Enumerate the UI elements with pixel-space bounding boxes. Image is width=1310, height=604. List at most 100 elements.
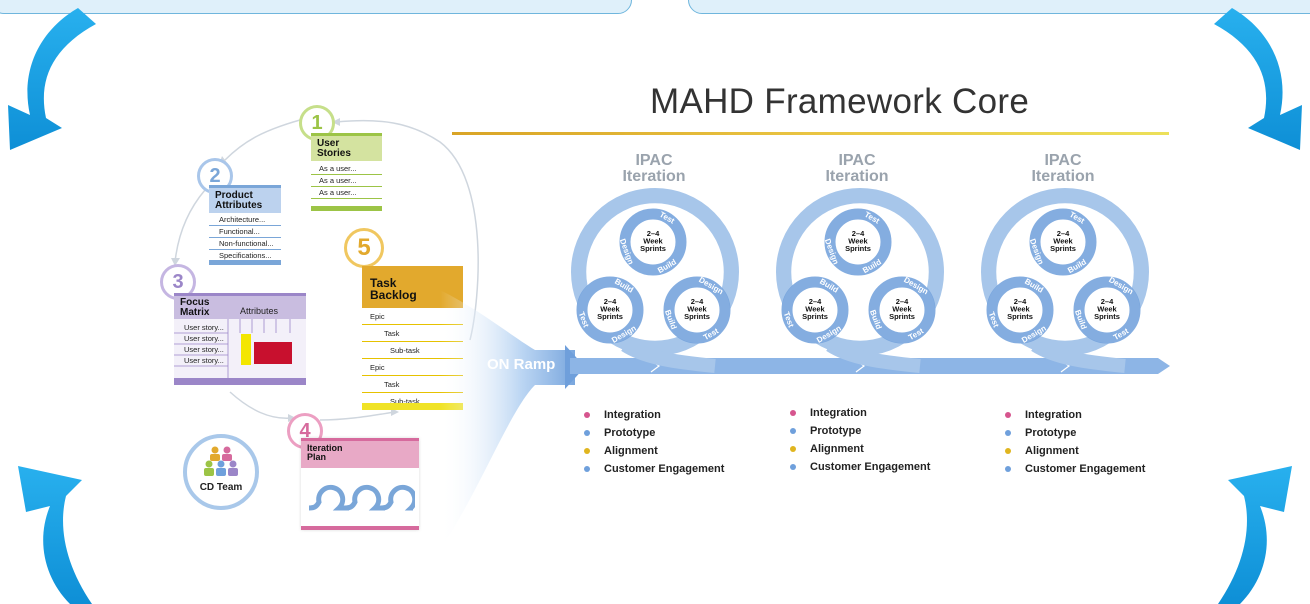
bullet-text: Alignment	[604, 445, 658, 457]
bullet-text: Alignment	[810, 443, 864, 455]
sprint-label: Week	[643, 237, 663, 246]
bullet-dot-icon	[790, 464, 796, 470]
sprint-core	[676, 289, 718, 331]
sprint-ring	[824, 208, 892, 276]
curved-arrow-icon	[18, 466, 92, 604]
sprint-ring	[663, 276, 731, 344]
user-story-row: As a user...	[311, 175, 382, 187]
sprint-label: 2–4	[896, 297, 909, 306]
backlog-row: Task	[362, 325, 463, 342]
curved-arrow-icon	[1214, 8, 1302, 150]
sprint-core	[632, 221, 674, 263]
sprint-core	[589, 289, 631, 331]
sprint-ring	[781, 276, 849, 344]
bullet-dot-icon	[584, 412, 590, 418]
framework-title: MAHD Framework Core	[650, 82, 1030, 121]
bullet-text: Integration	[810, 407, 867, 419]
curved-arrow-icon	[1218, 466, 1292, 604]
bullet-text: Integration	[604, 409, 661, 421]
sprint-ring	[868, 276, 936, 344]
band-arrowhead-icon	[1158, 358, 1170, 374]
bullet-item: Prototype	[1005, 424, 1145, 442]
outer-ring	[981, 188, 1149, 356]
bullet-dot-icon	[584, 466, 590, 472]
backlog-row: Sub-task	[390, 397, 420, 406]
ring-tail	[1031, 338, 1126, 373]
bullet-item: Customer Engagement	[1005, 460, 1145, 478]
bullet-text: Customer Engagement	[810, 461, 931, 473]
sprint-label: 2–4	[809, 297, 822, 306]
bullet-text: Customer Engagement	[1025, 463, 1146, 475]
sprint-core	[881, 289, 923, 331]
sprint-ring	[1073, 276, 1141, 344]
bullet-dot-icon	[790, 446, 796, 452]
backlog-row: Epic	[362, 359, 463, 376]
bullet-dot-icon	[1005, 430, 1011, 436]
team-icon	[204, 446, 238, 476]
attribute-row: Non-functional...	[209, 238, 281, 250]
user-story-row: As a user...	[311, 187, 382, 199]
sprint-label: 2–4	[691, 297, 704, 306]
sprint-label: Sprints	[1094, 312, 1120, 321]
sprint-label: Week	[892, 305, 912, 314]
bullet-text: Prototype	[810, 425, 862, 437]
bullet-dot-icon	[1005, 466, 1011, 472]
sprint-ring	[1029, 208, 1097, 276]
outer-ring-highlight	[586, 203, 724, 341]
matrix-row: User story...	[184, 323, 224, 332]
sprint-label: Sprints	[802, 312, 828, 321]
backlog-row: Sub-task	[362, 342, 463, 359]
bullet-item: Alignment	[790, 440, 930, 458]
cd-team-label: CD Team	[199, 482, 243, 493]
matrix-grid	[174, 319, 306, 379]
sprint-label: Sprints	[1007, 312, 1033, 321]
sprint-label: Sprints	[684, 312, 710, 321]
bullet-dot-icon	[584, 430, 590, 436]
sprint-core	[1086, 289, 1128, 331]
bullet-item: Prototype	[790, 422, 930, 440]
sprint-label: Sprints	[1050, 244, 1076, 253]
bullet-dot-icon	[790, 428, 796, 434]
sprint-core	[794, 289, 836, 331]
matrix-row: User story...	[184, 334, 224, 343]
ring-tail	[826, 338, 921, 373]
bullet-item: Alignment	[584, 442, 724, 460]
iteration-cycles: 2–4WeekSprintsTestDesignBuild2–4WeekSpri…	[570, 188, 1170, 374]
sprint-ring	[619, 208, 687, 276]
sprint-label: Week	[1097, 305, 1117, 314]
bullet-text: Alignment	[1025, 445, 1079, 457]
sprint-label: 2–4	[1014, 297, 1027, 306]
bullet-dot-icon	[1005, 448, 1011, 454]
backlog-row: Task	[362, 376, 463, 393]
bullet-dot-icon	[584, 448, 590, 454]
bullet-item: Customer Engagement	[584, 460, 724, 478]
bullet-item: Customer Engagement	[790, 458, 930, 476]
sprint-label: Sprints	[889, 312, 915, 321]
sprint-label: 2–4	[604, 297, 617, 306]
bullet-item: Integration	[584, 406, 724, 424]
sprint-label: Week	[1010, 305, 1030, 314]
sprint-ring	[576, 276, 644, 344]
bullet-dot-icon	[790, 410, 796, 416]
sprint-core	[1042, 221, 1084, 263]
attribute-row: Functional...	[209, 226, 281, 238]
on-ramp-label: ON Ramp	[487, 356, 556, 373]
sprint-core	[999, 289, 1041, 331]
bullet-text: Integration	[1025, 409, 1082, 421]
outer-ring	[776, 188, 944, 356]
backlog-row: Epic	[362, 308, 463, 325]
sprint-label: Sprints	[845, 244, 871, 253]
bullet-item: Integration	[790, 404, 930, 422]
